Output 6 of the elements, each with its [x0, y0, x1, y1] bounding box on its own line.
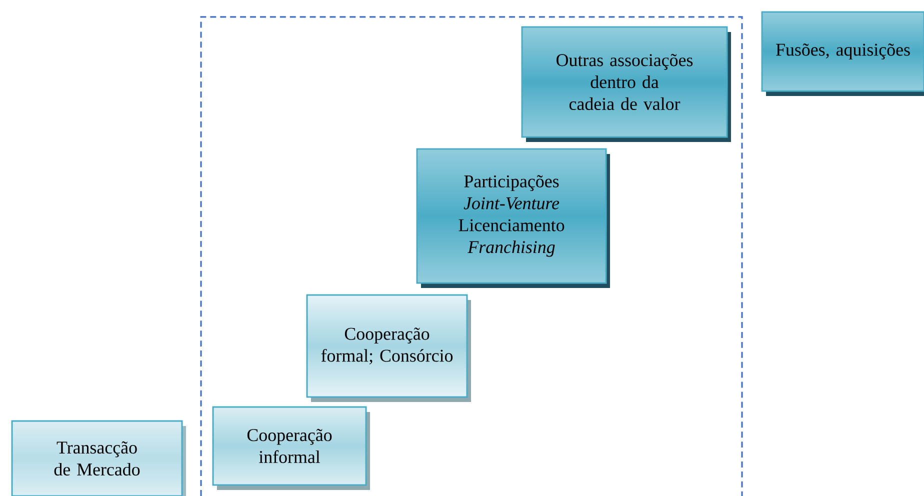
stage-box: Cooperação formal; Consórcio: [306, 294, 472, 402]
stage-box: Fusões, aquisições: [761, 11, 924, 96]
stage-box: Transacção de Mercado: [11, 420, 186, 496]
stage-box: Participações Joint-Venture Licenciamento Franchising: [416, 148, 610, 288]
stage-box: Cooperação informal: [212, 406, 370, 490]
stage-box: Outras associações dentro da cadeia de valor: [521, 26, 731, 142]
